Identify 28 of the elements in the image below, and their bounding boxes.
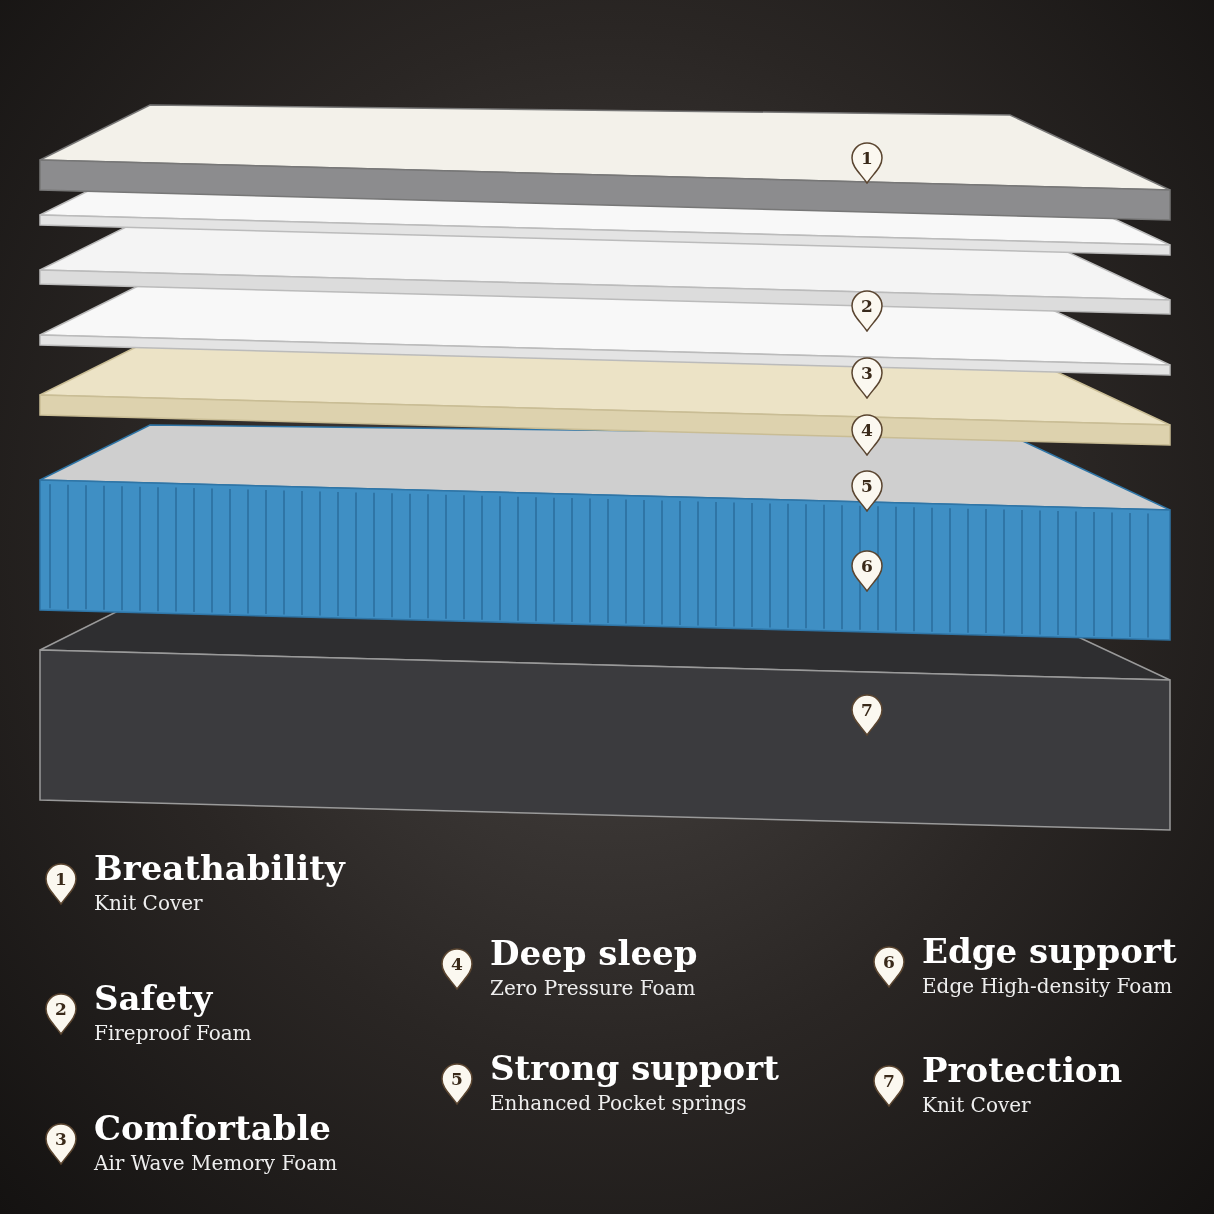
- callout-number: 3: [860, 363, 874, 383]
- feature-description: Knit Cover: [922, 1093, 1031, 1117]
- callout-number: 1: [860, 148, 874, 168]
- feature-heading: Edge support: [922, 932, 1177, 970]
- feature-description: Fireproof Foam: [94, 1021, 252, 1045]
- feature-description: Knit Cover: [94, 891, 203, 915]
- callout-number: 6: [882, 952, 896, 972]
- feature-heading: Breathability: [94, 849, 345, 887]
- feature-description: Enhanced Pocket springs: [490, 1091, 747, 1115]
- callout-number: 4: [450, 954, 464, 974]
- feature-description: Air Wave Memory Foam: [94, 1151, 338, 1175]
- feature-heading: Protection: [922, 1051, 1123, 1089]
- feature-description: Edge High-density Foam: [922, 974, 1173, 998]
- callout-number: 1: [54, 869, 68, 889]
- feature-heading: Comfortable: [94, 1109, 331, 1147]
- callout-number: 5: [450, 1069, 464, 1089]
- callout-number: 5: [860, 476, 874, 496]
- feature-heading: Safety: [94, 979, 213, 1017]
- feature-heading: Deep sleep: [490, 934, 698, 972]
- callout-number: 3: [54, 1129, 68, 1149]
- feature-heading: Strong support: [490, 1049, 779, 1087]
- callout-number: 2: [54, 999, 68, 1019]
- callout-number: 4: [860, 420, 874, 440]
- feature-description: Zero Pressure Foam: [490, 976, 696, 1000]
- callout-number: 7: [882, 1071, 896, 1091]
- callout-number: 6: [860, 556, 874, 576]
- callout-number: 2: [860, 296, 874, 316]
- callout-number: 7: [860, 700, 874, 720]
